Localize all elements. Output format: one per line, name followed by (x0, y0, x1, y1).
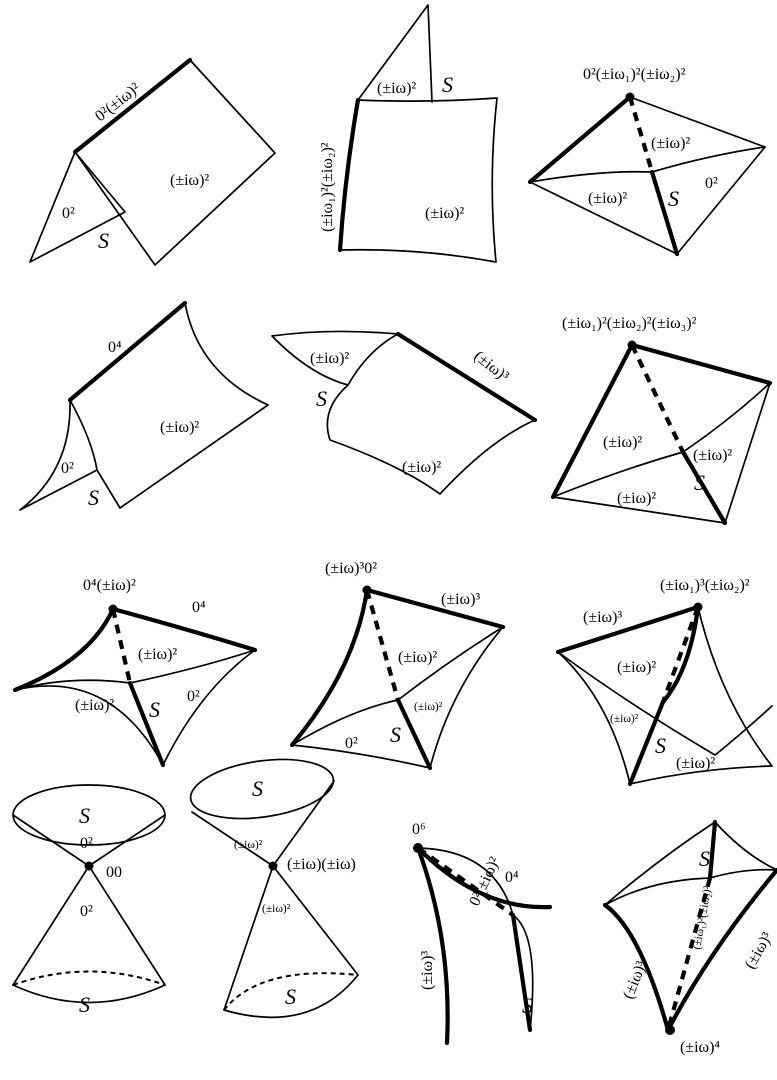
diagram-1: 0²(±iω)² (±iω)² 0² S (30, 60, 275, 265)
diagram-12: 0⁶ 0⁴ 0²(±iω)² (±iω)³ S (412, 821, 550, 1043)
label-stratum-s: S (316, 386, 327, 411)
label-right-face: 0² (187, 688, 200, 705)
label-upper-cone: 0² (80, 835, 93, 852)
label-lower-face: (±iω)² (75, 697, 114, 714)
label-stratum-s: S (699, 846, 710, 871)
label-top-face: (±iω)² (310, 350, 349, 367)
label-dashed-edge: (±iω₁)²(±iω₂)² (691, 884, 714, 950)
label-edge-top: 0⁴ (108, 339, 122, 356)
diagram-9: (±iω₁)³(±iω₂)² (±iω)³ (±iω)² (±iω)² S (±… (558, 577, 772, 784)
diagram-11: S (±iω)² (±iω)(±iω) (±iω)² S (187, 751, 358, 1017)
label-lower-face: (±iω)² (588, 190, 627, 207)
label-cusp-face: 0² (61, 460, 74, 477)
label-thick-edge: (±iω)³ (471, 348, 513, 386)
label-top-s: S (252, 776, 263, 801)
label-left-edge: (±iω)³ (620, 959, 651, 1002)
label-vertex: (±iω)³0² (325, 560, 377, 577)
label-bottom-s: S (285, 984, 296, 1009)
diagram-10: S 0² 00 0² S (13, 785, 165, 1017)
label-bottom-s: S (79, 992, 90, 1017)
label-bottom-face: (±iω)² (676, 755, 715, 772)
label-upper-face: (±iω)² (617, 659, 656, 676)
label-main-face: (±iω)² (160, 419, 199, 436)
label-lower-cone: (±iω)² (262, 903, 291, 915)
label-right-face: 0² (705, 175, 718, 192)
label-upper-face: (±iω)² (377, 80, 416, 97)
label-vertex: 0²(±iω₁)²(±iω₂)² (583, 66, 686, 83)
singular-point (269, 862, 278, 871)
singular-point (413, 843, 423, 853)
label-face-left: 0² (62, 205, 75, 222)
label-main-face: (±iω)² (425, 205, 464, 222)
diagram-6: (±iω₁)²(±iω₂)²(±iω₃)² (±iω)² (±iω)² (±iω… (553, 315, 770, 523)
label-vertex: 0⁴(±iω)² (83, 577, 136, 594)
label-stratum-s: S (98, 228, 109, 253)
label-thick-edge: (±iω₁)²(±iω₂)² (319, 142, 336, 232)
label-stratum-s: S (442, 72, 453, 97)
singular-point (626, 93, 635, 102)
label-upper-face: (±iω)² (398, 649, 437, 666)
label-left-face: (±iω)² (603, 434, 642, 451)
diagram-13: S (±iω₁)²(±iω₂)² (±iω)³ (±iω)³ (±iω)⁴ (605, 822, 777, 1056)
label-stratum-s: S (694, 470, 705, 495)
diagram-2: (±iω)² S (±iω₁)²(±iω₂)² (±iω)² (319, 5, 497, 262)
label-upper-cone: (±iω)² (234, 839, 263, 851)
label-upper-face: (±iω)² (138, 646, 177, 663)
singular-point (85, 862, 94, 871)
label-stratum-s: S (88, 485, 99, 510)
label-apex: (±iω)(±iω) (287, 856, 356, 873)
label-stratum-s: S (522, 993, 533, 1018)
label-left-face: (±iω)² (610, 713, 639, 725)
label-vertex: (±iω)⁴ (680, 1039, 720, 1056)
label-stratum-s: S (668, 186, 679, 211)
singular-point (665, 1025, 675, 1035)
label-thick-edge: (±iω)³ (583, 609, 622, 626)
label-right-face: (±iω)² (414, 701, 443, 713)
singular-point (694, 603, 703, 612)
label-thick-edge: 0⁴ (192, 599, 206, 616)
label-vertex: (±iω₁)³(±iω₂)² (660, 577, 750, 594)
label-vertex: (±iω₁)²(±iω₂)²(±iω₃)² (562, 315, 697, 332)
diagram-3: 0²(±iω₁)²(±iω₂)² (±iω)² (±iω)² S 0² (530, 66, 765, 254)
label-upper-face: (±iω)² (651, 135, 690, 152)
label-thick-edge: 0⁴ (505, 869, 519, 886)
label-lower-cone: 0² (80, 903, 93, 920)
label-bottom-face: 0² (345, 735, 358, 752)
label-bottom-face: (±iω)² (617, 490, 656, 507)
label-apex: 00 (106, 864, 122, 881)
singular-point (628, 341, 637, 350)
label-right-face: (±iω)² (693, 447, 732, 464)
singular-point (363, 586, 372, 595)
label-left-edge: (±iω)³ (419, 951, 436, 990)
label-thick-edge: (±iω)³ (441, 591, 480, 608)
label-vertex: 0⁶ (412, 821, 426, 838)
diagram-5: (±iω)² S (±iω)³ (±iω)² (272, 331, 535, 494)
label-stratum-s: S (149, 697, 160, 722)
label-face-right: (±iω)² (170, 172, 209, 189)
label-stratum-s: S (390, 722, 401, 747)
diagram-4: 0⁴ (±iω)² 0² S (20, 303, 268, 510)
singular-point (109, 605, 118, 614)
label-right-edge: (±iω)³ (742, 929, 776, 972)
diagram-7: 0⁴(±iω)² 0⁴ (±iω)² 0² (±iω)² S (15, 577, 255, 765)
label-stratum-s: S (655, 733, 666, 758)
label-top-s: S (79, 803, 90, 828)
diagram-8: (±iω)³0² (±iω)³ (±iω)² (±iω)² S 0² (292, 560, 503, 768)
label-lower-face: (±iω)² (402, 459, 441, 476)
